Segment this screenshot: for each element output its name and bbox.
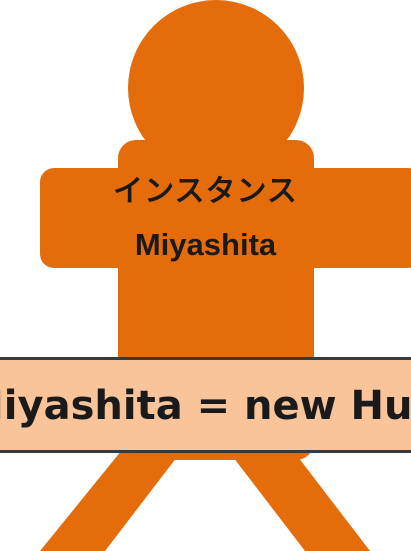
right-leg <box>220 440 370 551</box>
code-text: Miyashita = new Hu <box>0 383 411 429</box>
code-banner: Miyashita = new Hu <box>0 357 411 453</box>
left-leg <box>40 440 190 551</box>
head <box>128 0 304 176</box>
instance-label-name: Miyashita <box>134 227 277 262</box>
instance-label-japanese: インスタンス <box>113 175 298 208</box>
